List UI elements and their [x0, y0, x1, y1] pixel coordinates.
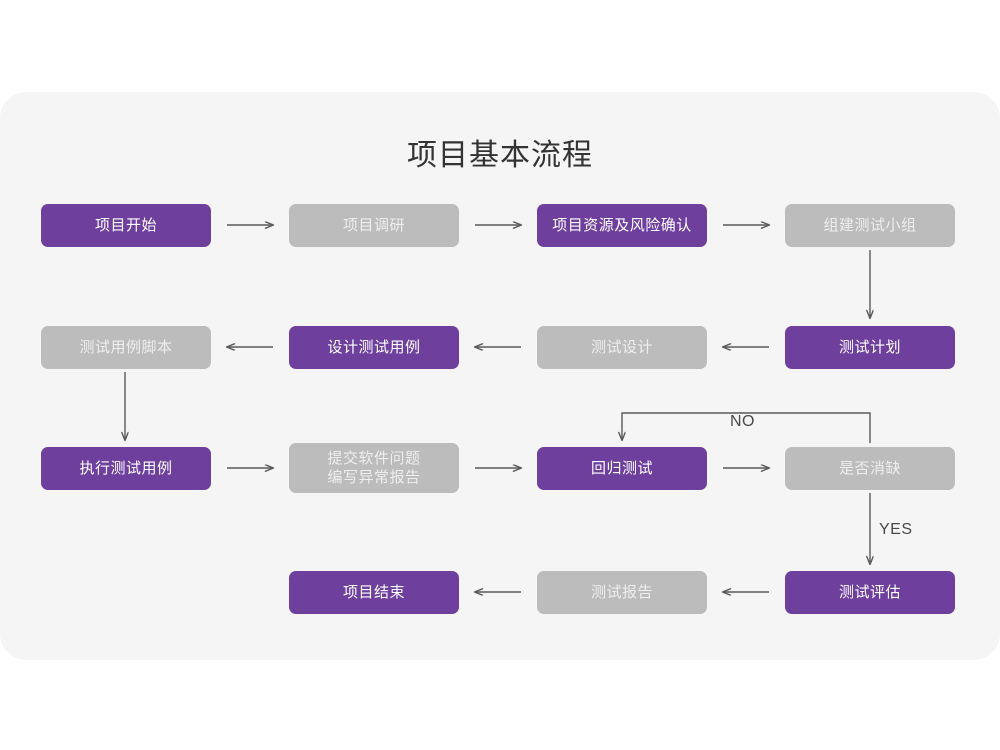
flow-node-design-testcase[interactable]: 设计测试用例	[289, 326, 459, 369]
flowchart-card	[0, 92, 1000, 660]
page-title: 项目基本流程	[407, 139, 593, 172]
flow-node-resource-risk-confirm[interactable]: 项目资源及风险确认	[537, 204, 707, 247]
flow-node-project-end[interactable]: 项目结束	[289, 571, 459, 614]
flow-node-build-test-team[interactable]: 组建测试小组	[785, 204, 955, 247]
flow-node-submit-issue-report[interactable]: 提交软件问题 编写异常报告	[289, 443, 459, 493]
flow-node-testcase-script[interactable]: 测试用例脚本	[41, 326, 211, 369]
flow-node-project-start[interactable]: 项目开始	[41, 204, 211, 247]
flow-node-test-evaluation[interactable]: 测试评估	[785, 571, 955, 614]
flow-node-test-design[interactable]: 测试设计	[537, 326, 707, 369]
flow-node-regression-test[interactable]: 回归测试	[537, 447, 707, 490]
flow-node-test-plan[interactable]: 测试计划	[785, 326, 955, 369]
flow-node-defect-cleared[interactable]: 是否消缺	[785, 447, 955, 490]
flow-node-project-research[interactable]: 项目调研	[289, 204, 459, 247]
edge-label-no: NO	[730, 413, 755, 430]
flow-node-execute-testcase[interactable]: 执行测试用例	[41, 447, 211, 490]
flow-node-test-report[interactable]: 测试报告	[537, 571, 707, 614]
edge-label-yes: YES	[879, 521, 913, 538]
